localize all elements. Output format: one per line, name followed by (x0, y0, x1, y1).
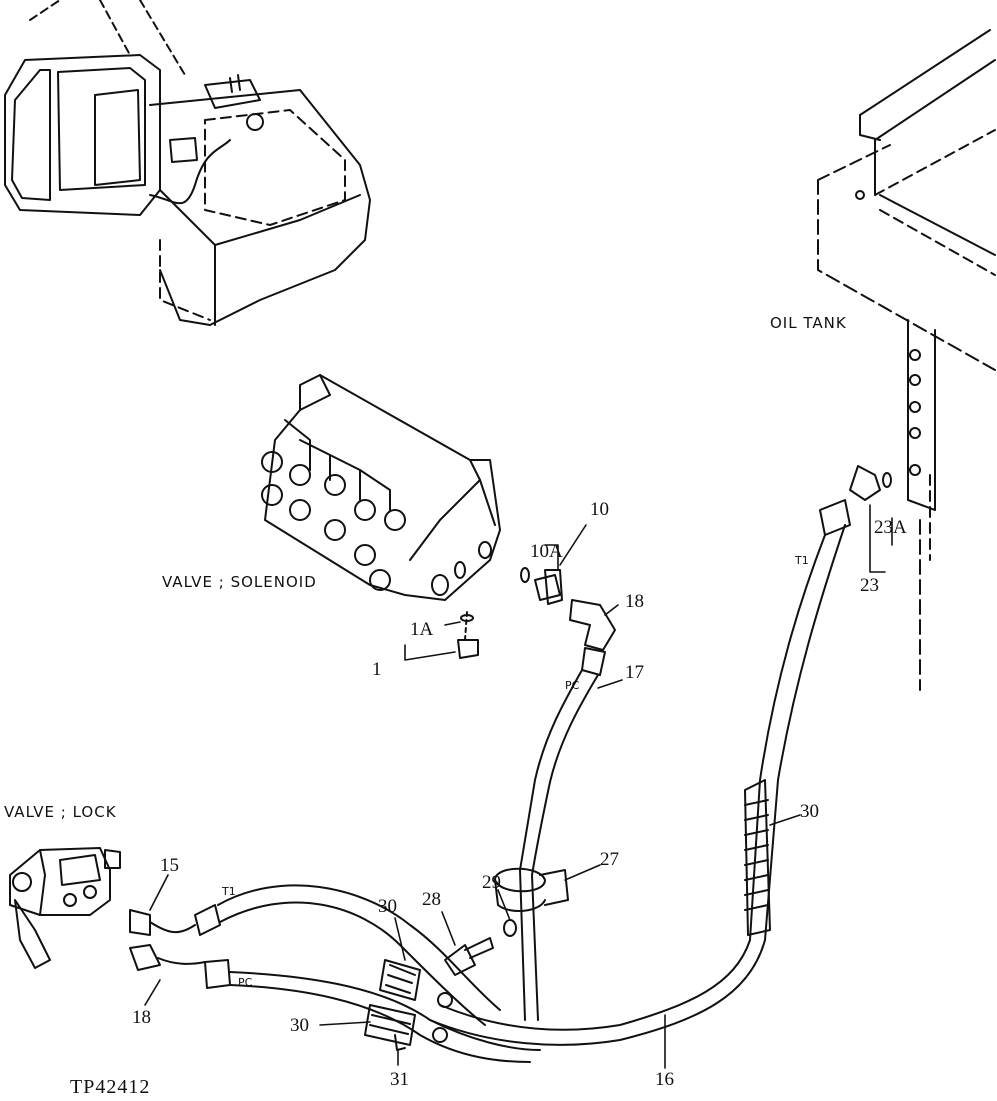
excavator-inset-illustration (4, 0, 371, 326)
leader-lines (144, 504, 893, 1069)
callout-30-mid: 30 (378, 896, 397, 917)
callout-23: 23 (860, 575, 879, 596)
callout-23a: 23A (874, 517, 907, 538)
callout-17: 17 (625, 662, 644, 683)
solenoid-valve-illustration (261, 374, 501, 659)
callout-27: 27 (600, 849, 619, 870)
callout-18-bottom: 18 (132, 1007, 151, 1028)
lock-valve-illustration (9, 847, 121, 969)
callout-10: 10 (590, 499, 609, 520)
callout-28: 28 (422, 889, 441, 910)
callout-18-top: 18 (625, 591, 644, 612)
drawing-code: TP42412 (70, 1076, 151, 1098)
callout-15: 15 (160, 855, 179, 876)
callout-30-right: 30 (800, 801, 819, 822)
callout-31: 31 (390, 1069, 409, 1090)
solenoid-valve-label: VALVE ; SOLENOID (162, 573, 317, 591)
callout-16: 16 (655, 1069, 674, 1090)
callout-1: 1 (372, 659, 382, 680)
callout-10a: 10A (530, 541, 563, 562)
callout-29: 29 (482, 872, 501, 893)
hose-mark-t1-left: T1 (222, 885, 236, 898)
oil-tank-illustration (817, 29, 996, 691)
return-hose-assembly (429, 465, 931, 1046)
pilot-hose-fittings (519, 567, 616, 1021)
lock-valve-label: VALVE ; LOCK (4, 803, 117, 821)
oil-tank-label: OIL TANK (770, 314, 847, 332)
callout-1a: 1A (410, 619, 434, 640)
lock-valve-hoses (129, 884, 541, 1063)
hose-mark-pc-upper: PC (565, 679, 580, 692)
hose-clamp-parts (444, 867, 569, 976)
callout-30-bottom: 30 (290, 1015, 309, 1036)
hose-mark-pc-lower: PC (238, 976, 253, 989)
hose-mark-t1-right: T1 (795, 554, 809, 567)
